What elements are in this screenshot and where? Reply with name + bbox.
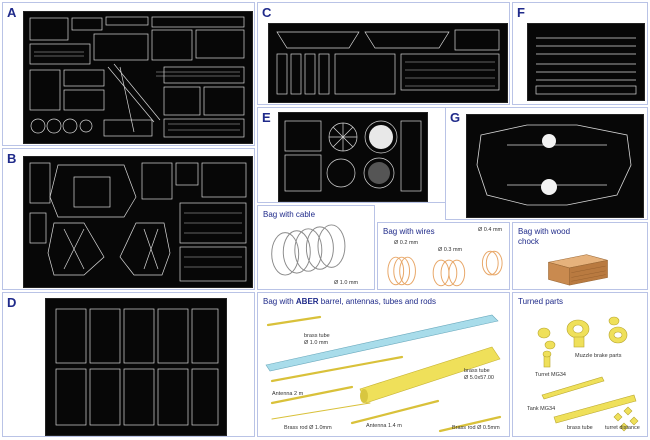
cable-coil-icon <box>271 224 346 276</box>
bag-aber-panel: Bag with ABER barrel, antennas, tubes an… <box>257 292 510 437</box>
sheet-b-parts <box>29 162 247 282</box>
sheet-d-letter: D <box>7 295 17 310</box>
sheet-g-etch <box>466 114 644 218</box>
turned-parts-title: Turned parts <box>518 297 564 306</box>
sheet-b-letter: B <box>7 151 17 166</box>
bag-aber-title-pre: Bag with <box>263 297 296 306</box>
sheet-a-letter: A <box>7 5 17 20</box>
sheet-g-letter: G <box>450 110 461 125</box>
sheet-a-etch <box>23 11 253 144</box>
turned-parts-drawing <box>537 316 639 432</box>
sheet-e-parts <box>284 120 422 192</box>
sheet-g-panel: G <box>445 107 648 220</box>
bag-cable-title: Bag with cable <box>263 210 316 219</box>
sheet-c-parts <box>276 29 500 95</box>
brass-rod-05-label: Brass rod Ø 0.5mm <box>452 425 500 431</box>
sheet-c-panel: C <box>257 2 510 105</box>
turret-distance-label: turret distance <box>605 425 640 431</box>
bag-aber-title: Bag with ABER barrel, antennas, tubes an… <box>263 297 436 306</box>
brass-tube-10-label: brass tube <box>304 333 330 339</box>
cable-diameter-label: Ø 1.0 mm <box>334 280 359 286</box>
sheet-d-parts <box>55 308 219 426</box>
wire-04-label: Ø 0.4 mm <box>478 227 503 233</box>
bag-wires-panel: Bag with wires Ø 0.2 mm Ø 0.3 mm Ø 0.4 m… <box>377 222 510 290</box>
sheet-g-parts <box>476 124 632 206</box>
bag-cable-panel: Bag with cable Ø 1.0 mm <box>257 205 375 290</box>
sheet-a-panel: A <box>2 2 255 146</box>
sheet-f-panel: F <box>512 2 648 105</box>
sheet-b-panel: B <box>2 148 255 290</box>
wire-03-label: Ø 0.3 mm <box>438 247 463 253</box>
brass-tube-label: brass tube <box>567 425 593 431</box>
turned-parts-panel: Turned parts Muzzle brake parts Turret M… <box>512 292 648 437</box>
sheet-c-etch <box>268 23 508 103</box>
bag-aber-brand: ABER <box>295 297 319 306</box>
tank-mg34-label: Tank MG34 <box>527 406 556 412</box>
wire-coils-icon <box>387 250 503 287</box>
aber-parts-drawing <box>265 314 502 433</box>
brass-tube-10-diameter: Ø 1.0 mm <box>304 340 329 346</box>
bag-wood-title: Bag with wood chock <box>518 227 571 246</box>
bag-wires-title: Bag with wires <box>383 227 435 236</box>
bag-wood-panel: Bag with wood chock <box>512 222 648 290</box>
sheet-b-etch <box>23 156 253 288</box>
antenna-14m-label: Antenna 1.4 m <box>366 423 402 429</box>
brass-tube-50-diameter: Ø 5.0x57.00 <box>464 375 494 381</box>
sheet-f-letter: F <box>517 5 525 20</box>
sheet-f-etch <box>527 23 645 101</box>
sheet-a-parts <box>29 16 245 138</box>
sheet-e-letter: E <box>262 110 271 125</box>
sheet-d-etch <box>45 298 227 436</box>
sheet-c-letter: C <box>262 5 272 20</box>
turret-mg34-label: Turret MG34 <box>535 372 566 378</box>
sheet-d-panel: D <box>2 292 255 437</box>
sheet-e-etch <box>278 112 428 202</box>
muzzle-brake-label: Muzzle brake parts <box>575 353 622 359</box>
sheet-f-parts <box>535 37 637 95</box>
brass-rod-10-label: Brass rod Ø 1.0mm <box>284 425 332 431</box>
antenna-2m-label: Antenna 2 m <box>272 391 304 397</box>
wire-02-label: Ø 0.2 mm <box>394 240 419 246</box>
brass-tube-50-label: brass tube <box>464 368 490 374</box>
bag-aber-title-post: barrel, antennas, tubes and rods <box>318 297 436 306</box>
wood-block-icon <box>548 254 608 286</box>
